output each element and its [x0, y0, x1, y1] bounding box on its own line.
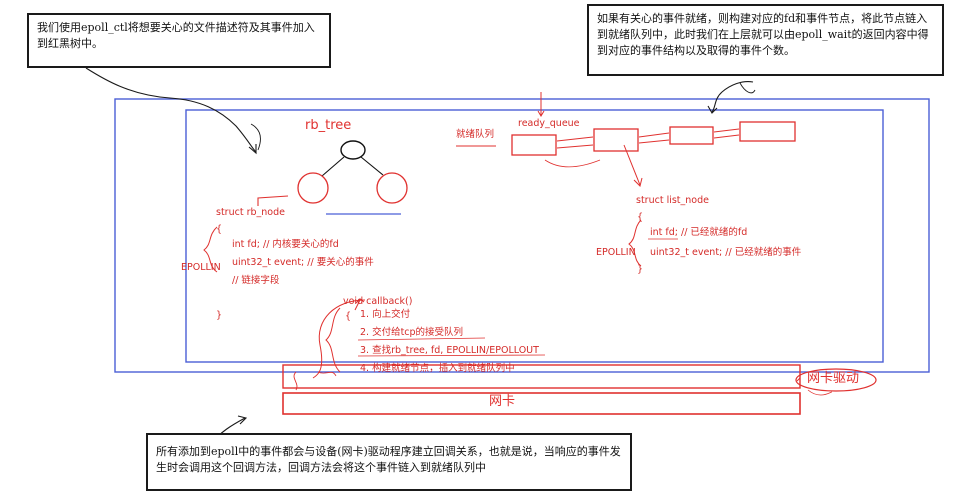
ready-queue-pointer [537, 92, 545, 117]
rb-node-epollin: EPOLLIN [181, 262, 221, 273]
ready-queue-link-3 [713, 128, 740, 139]
note-right-tail [739, 82, 756, 94]
rb-tree-root-node [340, 140, 366, 160]
rb-tree-edge-right [360, 156, 384, 176]
list-node-open-brace: { [637, 212, 644, 223]
callback-step-1: 1. 向上交付 [360, 309, 411, 320]
list-node-brace-left [628, 219, 642, 267]
ready-queue-node-2 [593, 128, 639, 152]
rb-node-close-brace: } [216, 310, 223, 321]
epoll-inner-frame [185, 109, 884, 363]
callback-swirl [312, 299, 366, 379]
rb-tree-left-node [297, 172, 329, 204]
list-node-epollin: EPOLLIN [596, 247, 636, 258]
note-callback: 所有添加到epoll中的事件都会与设备(网卡)驱动程序建立回调关系，也就是说，当… [146, 433, 632, 491]
callback-underline-3 [357, 354, 546, 357]
note-left-arrow-head [248, 144, 257, 155]
callback-step-3: 3. 查找rb_tree, fd, EPOLLIN/EPOLLOUT [360, 345, 539, 356]
rb-node-open-brace: { [216, 224, 223, 235]
ready-queue-arrow-down [623, 144, 643, 187]
rb-node-brace-left [203, 226, 218, 273]
rb-node-field-link: // 链接字段 [232, 275, 280, 286]
driver-connector [796, 377, 801, 382]
callback-brace [325, 307, 341, 373]
nic-label: 网卡 [489, 394, 516, 409]
list-node-close-brace: } [637, 264, 644, 275]
note-right-arrow-head [707, 105, 718, 114]
list-node-field-event: uint32_t event; // 已经就绪的事件 [650, 247, 802, 258]
driver-side-hook [807, 389, 833, 396]
list-node-struct-name: struct list_node [636, 195, 709, 206]
nic-driver-box [282, 364, 801, 389]
rb-node-field-fd: int fd; // 内核要关心的fd [232, 239, 339, 250]
ready-queue-link-2 [638, 132, 670, 144]
nic-driver-label: 网卡驱动 [807, 371, 860, 386]
note-bottom-arrow-head [237, 415, 248, 425]
rb-tree-hook [257, 195, 289, 206]
rb-hook-left [293, 371, 298, 391]
note-ready-queue: 如果有关心的事件就绪，则构建对应的fd和事件节点，将此节点链入到就绪队列中，此时… [587, 4, 944, 76]
note-left-extra [250, 123, 261, 151]
note-epoll-ctl-text: 我们使用epoll_ctl将想要关心的文件描述符及其事件加入到红黑树中。 [37, 21, 315, 50]
ready-queue-node-3 [669, 126, 714, 145]
callback-signature: void callback() [343, 296, 413, 307]
callback-step-2: 2. 交付给tcp的接受队列 [360, 327, 464, 338]
note-left-arrow [85, 67, 257, 153]
rb-node-field-event: uint32_t event; // 要关心的事件 [232, 257, 374, 268]
rb-tree-edge-left [321, 156, 345, 177]
note-callback-text: 所有添加到epoll中的事件都会与设备(网卡)驱动程序建立回调关系，也就是说，当… [156, 445, 621, 474]
driver-label-ring [795, 368, 877, 392]
scribble-center [317, 371, 337, 377]
note-epoll-ctl: 我们使用epoll_ctl将想要关心的文件描述符及其事件加入到红黑树中。 [27, 13, 331, 68]
epoll-outer-frame [114, 98, 930, 373]
rb-tree-right-node [376, 172, 408, 204]
callback-step-4: 4. 构建就绪节点，插入到就绪队列中 [360, 363, 515, 374]
ready-queue-link-1 [556, 136, 594, 149]
ready-queue-tick [544, 159, 601, 168]
note-right-arrow [711, 81, 754, 113]
nic-box [282, 392, 801, 415]
callback-open-brace: { [345, 311, 352, 322]
rb-node-struct-name: struct rb_node [216, 207, 285, 218]
callback-underline-2 [357, 337, 486, 341]
ready-queue-node-4 [739, 121, 796, 142]
note-ready-queue-text: 如果有关心的事件就绪，则构建对应的fd和事件节点，将此节点链入到就绪队列中，此时… [597, 12, 929, 57]
ready-queue-cn-label: 就绪队列 [456, 129, 495, 140]
list-node-field-fd: int fd; // 已经就绪的fd [650, 227, 748, 238]
ready-queue-title: ready_queue [518, 118, 580, 129]
rb-tree-title: rb_tree [305, 118, 352, 133]
callback-arrow-up [354, 298, 365, 311]
ready-queue-node-1 [511, 134, 557, 156]
